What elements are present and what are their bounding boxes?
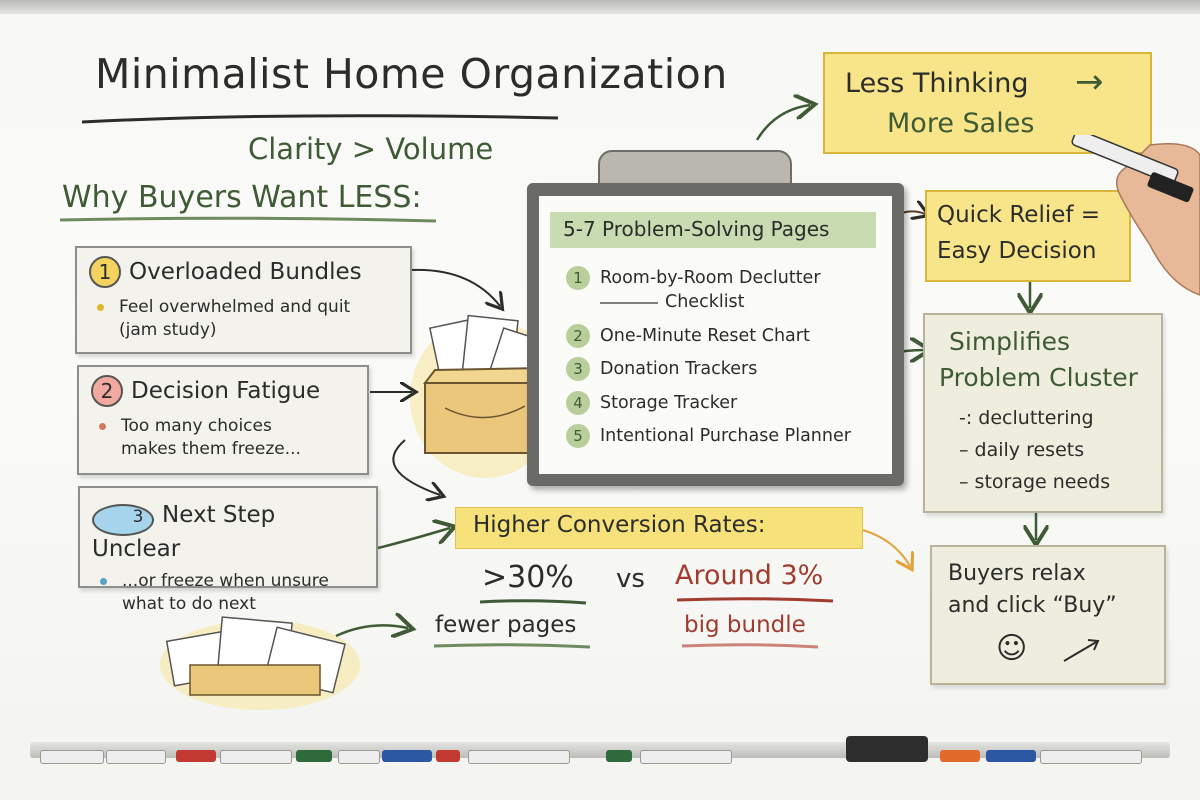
- list-number: 5: [566, 424, 590, 448]
- marker-blue[interactable]: [986, 750, 1036, 762]
- list-item-text: Donation Trackers: [600, 359, 757, 379]
- buyers-relax-line2: and click “Buy”: [948, 593, 1117, 618]
- cluster-item: – daily resets: [959, 439, 1084, 461]
- marker-white[interactable]: [468, 750, 570, 764]
- marker-white[interactable]: [1040, 750, 1142, 764]
- right-value-underline: [675, 596, 835, 604]
- simplifies-line2: Problem Cluster: [939, 363, 1138, 392]
- marker-green[interactable]: [296, 750, 332, 762]
- simplifies-box: Simplifies Problem Cluster -: declutteri…: [923, 313, 1163, 513]
- list-item: 4 Storage Tracker: [566, 391, 737, 415]
- arrow-right-icon: →: [1075, 62, 1104, 102]
- cluster-item-text: decluttering: [978, 407, 1093, 429]
- list-item: 2 One-Minute Reset Chart: [566, 324, 810, 348]
- cluster-item-text: storage needs: [975, 471, 1111, 493]
- list-number: 4: [566, 391, 590, 415]
- cluster-item-text: daily resets: [975, 439, 1085, 461]
- left-label-underline: [432, 642, 592, 650]
- left-value-underline: [478, 598, 588, 606]
- vs-label: vs: [616, 564, 645, 594]
- list-item-text: Intentional Purchase Planner: [600, 426, 851, 446]
- list-number: 3: [566, 357, 590, 381]
- buyers-relax-line1: Buyers relax: [948, 561, 1086, 586]
- less-thinking-line1: Less Thinking: [845, 68, 1029, 99]
- right-label-underline: [680, 642, 820, 650]
- simplifies-line1: Simplifies: [949, 327, 1070, 356]
- marker-white[interactable]: [640, 750, 732, 764]
- hand-with-marker-illustration: [1060, 135, 1200, 305]
- list-item-text: Storage Tracker: [600, 393, 737, 413]
- eraser[interactable]: [846, 736, 928, 762]
- conversion-heading: Higher Conversion Rates:: [473, 512, 766, 538]
- list-item-text-line2: Checklist: [665, 292, 745, 312]
- marker-white[interactable]: [220, 750, 292, 764]
- marker-green[interactable]: [606, 750, 632, 762]
- cluster-item: – storage needs: [959, 471, 1110, 493]
- clipboard-heading: 5-7 Problem-Solving Pages: [563, 217, 829, 241]
- marker-orange[interactable]: [940, 750, 980, 762]
- dash-line: [600, 300, 660, 306]
- list-item-text: One-Minute Reset Chart: [600, 326, 810, 346]
- marker-white[interactable]: [40, 750, 104, 764]
- less-thinking-line2: More Sales: [887, 108, 1034, 139]
- list-item: 1 Room-by-Room Declutter: [566, 266, 821, 290]
- smiley-icon: ☺: [996, 631, 1027, 666]
- list-number: 1: [566, 266, 590, 290]
- left-value: >30%: [482, 560, 574, 595]
- right-value: Around 3%: [675, 560, 823, 591]
- marker-white[interactable]: [338, 750, 380, 764]
- list-item-text: Room-by-Room Declutter: [600, 268, 821, 288]
- marker-red[interactable]: [176, 750, 216, 762]
- list-number: 2: [566, 324, 590, 348]
- list-item: 5 Intentional Purchase Planner: [566, 424, 851, 448]
- list-item: 3 Donation Trackers: [566, 357, 757, 381]
- arrow-up-right-icon: [1060, 635, 1104, 665]
- right-label: big bundle: [684, 612, 806, 638]
- marker-blue[interactable]: [382, 750, 432, 762]
- cluster-item: -: decluttering: [959, 407, 1094, 429]
- marker-white[interactable]: [106, 750, 166, 764]
- buyers-relax-box: Buyers relax and click “Buy” ☺: [930, 545, 1166, 685]
- marker-red[interactable]: [436, 750, 460, 762]
- left-label: fewer pages: [435, 612, 576, 638]
